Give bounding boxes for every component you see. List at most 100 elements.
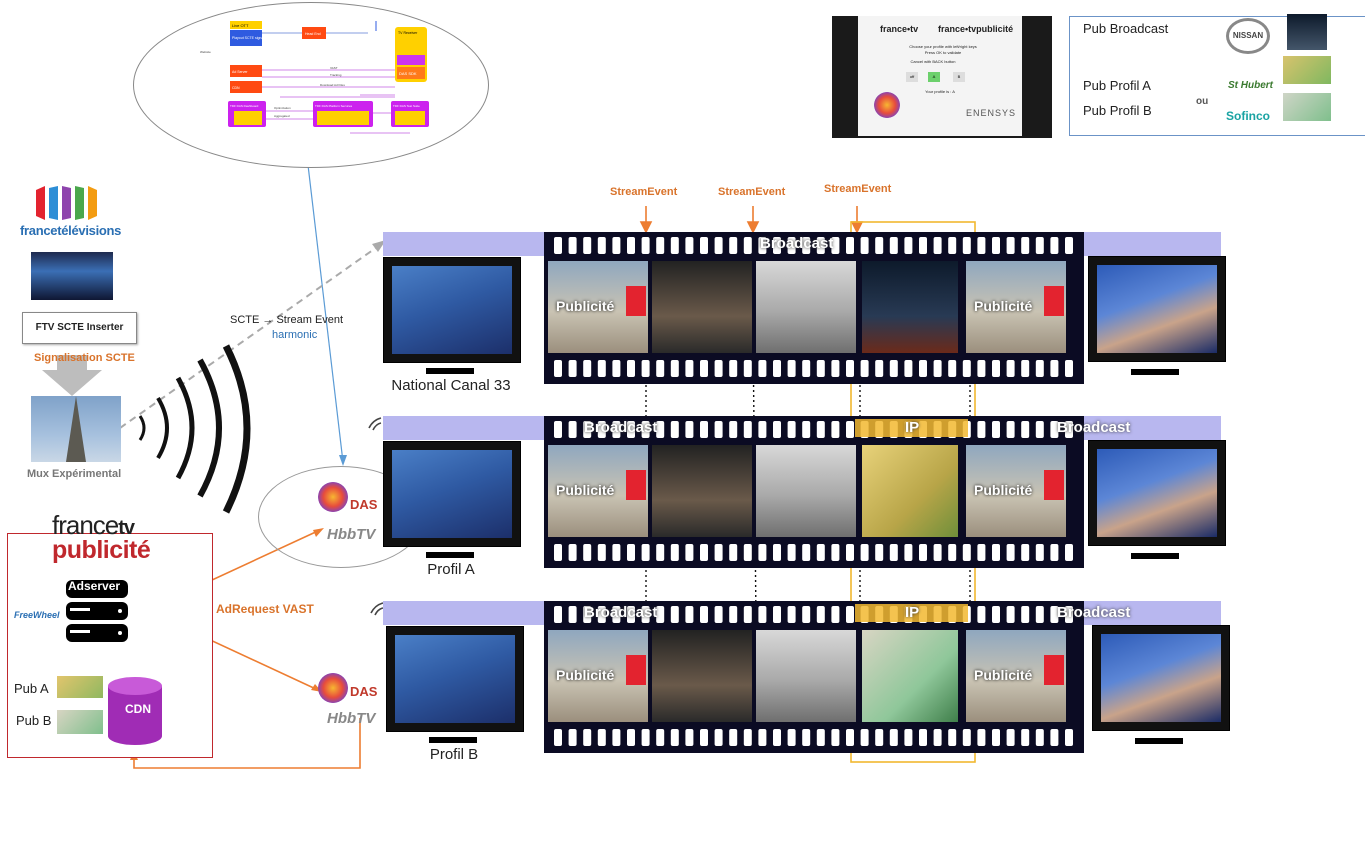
pub-a-thumbnail [57, 676, 103, 698]
sofinco-logo: Sofinco [1226, 109, 1270, 123]
ip-band-highlight-3 [855, 604, 968, 622]
film-frame-2-4 [862, 445, 958, 537]
ftv-publicite-word: publicité [52, 536, 151, 564]
svg-text:VAST: VAST [330, 66, 338, 70]
film-frame-2-2 [652, 445, 752, 537]
menu-tdf-flower-icon [874, 92, 900, 118]
svg-text:CDN: CDN [232, 86, 240, 90]
menu-brand-left: france•tv [880, 24, 919, 34]
mux-experimental-label: Mux Expérimental [27, 468, 122, 480]
freewheel-logo: FreeWheel [14, 610, 60, 620]
signalisation-scte-label: Signalisation SCTE [34, 352, 135, 364]
menu-line-1: Choose your profile with left/right keys [909, 44, 977, 49]
menu-option-a[interactable]: A [928, 72, 940, 82]
svg-text:Head End: Head End [305, 32, 321, 36]
sofinco-ad-thumbnail [1283, 93, 1331, 121]
adrequest-vast-label: AdRequest VAST [216, 602, 314, 616]
band-label-1-1: Broadcast [760, 235, 834, 252]
sthubert-logo: St Hubert [1228, 80, 1273, 91]
film-frame-3-3 [756, 630, 856, 722]
ip-band-highlight-2 [855, 419, 968, 437]
france2-logo-1-5 [1044, 286, 1064, 316]
ftv-scte-inserter-box: FTV SCTE Inserter [22, 312, 137, 344]
menu-option-off[interactable]: off [906, 72, 918, 82]
pub-b-label: Pub B [16, 713, 52, 728]
band-label-3-1: Broadcast [584, 604, 658, 621]
tv-right-1 [1088, 256, 1226, 362]
das-label-1: DAS [350, 497, 378, 512]
tv-left-2 [383, 441, 521, 547]
frame-label-3-1: Publicité [556, 667, 615, 683]
broadcast-waves [138, 344, 251, 514]
wifi-icons [368, 417, 384, 616]
orange-arrow-cdn [133, 718, 361, 769]
france2-logo-3-1 [626, 655, 646, 685]
tv-left-screen [392, 450, 512, 538]
nissan-ad-thumbnail [1287, 14, 1327, 50]
dashed-arrow [119, 244, 381, 429]
sprocket-holes-1 [554, 237, 1073, 377]
node-live-ott: Live OTT [232, 23, 249, 28]
francetelevisions-logo-icon [36, 186, 97, 220]
france2-logo-2-5 [1044, 470, 1064, 500]
gray-down-arrow [42, 355, 102, 396]
film-frame-1-3 [756, 261, 856, 353]
blue-arrowhead [339, 455, 347, 466]
france2-logo-1-1 [626, 286, 646, 316]
tv-right-stand-2 [1131, 553, 1179, 559]
tv-left-1 [383, 257, 521, 363]
profile-menu-screen [858, 16, 1022, 136]
band-label-3-3: Broadcast [1057, 604, 1131, 621]
band-label-3-2: IP [905, 604, 920, 621]
nissan-logo-text: NISSAN [1232, 31, 1264, 40]
tv-right-screen [1097, 265, 1217, 353]
menu-line-2: Press OK to validate [924, 50, 962, 55]
streamevent-label-1: StreamEvent [610, 186, 678, 198]
tv-left-stand-1 [426, 368, 474, 374]
menu-brand-right: france•tvpublicité [938, 24, 1014, 34]
tv-right-2 [1088, 440, 1226, 546]
legend-pub-profil-b: Pub Profil B [1083, 103, 1152, 118]
tv-left-stand-2 [426, 552, 474, 558]
nissan-logo-icon [1226, 18, 1270, 54]
frame-label-3-5: Publicité [974, 667, 1033, 683]
legend-ou: ou [1196, 96, 1209, 107]
film-frame-3-2 [652, 630, 752, 722]
france2-logo-2-1 [626, 470, 646, 500]
scte-stream-event-label: SCTE → Stream Event [230, 314, 344, 326]
enensys-logo: ENENSYS [966, 108, 1017, 118]
menu-line-3: Cancel with BACK button [910, 59, 956, 64]
band-label-2-1: Broadcast [584, 419, 658, 436]
tv-right-3 [1092, 625, 1230, 731]
adserver-icon [66, 580, 128, 642]
svg-text:Playout SCTE signaling: Playout SCTE signaling [232, 36, 269, 40]
svg-text:Website: Website [200, 50, 211, 54]
control-room-image [31, 252, 113, 300]
svg-text:TDF DAS Test Suite: TDF DAS Test Suite [393, 104, 420, 108]
band-label-2-2: IP [905, 419, 920, 436]
tv-right-screen [1101, 634, 1221, 722]
cdn-label: CDN [125, 702, 151, 716]
pub-b-thumbnail [57, 710, 103, 734]
svg-text:Download Ad Files: Download Ad Files [320, 83, 345, 87]
architecture-diagram: Live OTT Playout SCTE signaling Head End… [200, 21, 429, 134]
legend-pub-broadcast: Pub Broadcast [1083, 21, 1169, 36]
dashed-arrowhead [372, 240, 386, 252]
legend-pub-profil-a: Pub Profil A [1083, 78, 1151, 93]
tv-right-stand-1 [1131, 369, 1179, 375]
streamevent-arrows [639, 206, 864, 234]
band-label-2-3: Broadcast [1057, 419, 1131, 436]
tv-right-stand-3 [1135, 738, 1183, 744]
das-label-2: DAS [350, 684, 378, 699]
film-frame-2-3 [756, 445, 856, 537]
ftv-publicite-logo: francetv [52, 510, 135, 540]
row-label-3: Profil B [429, 746, 479, 763]
film-frame-3-4 [862, 630, 958, 722]
svg-text:TV Receiver: TV Receiver [398, 31, 418, 35]
film-frame-1-2 [652, 261, 752, 353]
menu-option-b[interactable]: B [953, 72, 965, 82]
svg-text:Ad Server: Ad Server [232, 70, 248, 74]
svg-text:TDF DAS Platform Services: TDF DAS Platform Services [315, 104, 353, 108]
film-frame-1-4 [862, 261, 958, 353]
svg-text:Aggregated: Aggregated [274, 114, 290, 118]
